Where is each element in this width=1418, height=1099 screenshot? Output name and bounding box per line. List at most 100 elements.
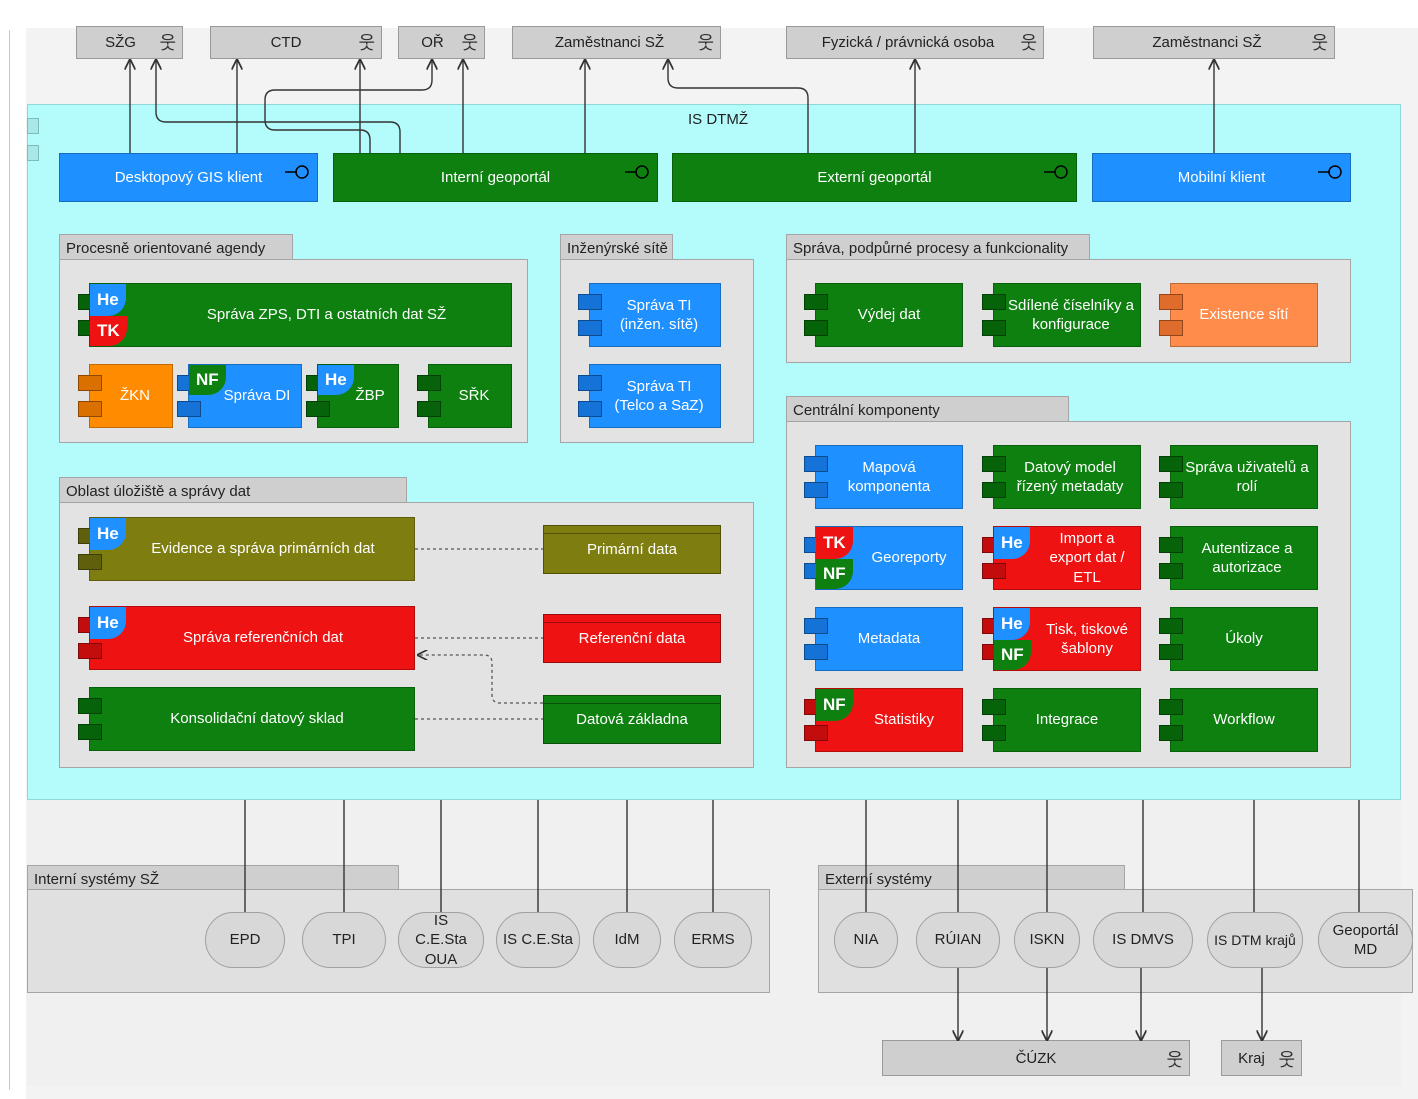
actor-label: ČÚZK xyxy=(1015,1049,1057,1067)
actor-ctd: CTD 웃 xyxy=(210,26,382,59)
system-label: IS DMVS xyxy=(1112,931,1174,949)
component-port xyxy=(804,294,828,310)
component-port xyxy=(982,320,1006,336)
badge-he: He xyxy=(90,284,126,316)
client-desktop-gis[interactable]: Desktopový GIS klient xyxy=(59,153,318,202)
actor-zamestnanci-2: Zaměstnanci SŽ 웃 xyxy=(1093,26,1335,59)
component-sprava-uzivatelu[interactable]: Správa uživatelů a rolí xyxy=(1159,445,1318,509)
component-port xyxy=(1159,320,1183,336)
badge-nf: NF xyxy=(816,559,853,589)
group-tab-site: Inženýrské sítě xyxy=(560,234,673,260)
system-label: NIA xyxy=(853,931,879,949)
component-label: Správa uživatelů a rolí xyxy=(1185,458,1309,496)
component-port xyxy=(78,643,102,659)
component-label: Import a export dat / ETL xyxy=(1049,529,1125,586)
external-system-geoportal-md[interactable]: Geoportál MD xyxy=(1318,912,1413,968)
client-interni-geoportal[interactable]: Interní geoportál xyxy=(333,153,658,202)
actor-label: Fyzická / právnická osoba xyxy=(821,34,995,51)
component-label: SŘK xyxy=(458,387,490,405)
component-mapova[interactable]: Mapová komponenta xyxy=(804,445,963,509)
client-mobilni[interactable]: Mobilní klient xyxy=(1092,153,1351,202)
component-sprava-zps[interactable]: He TK Správa ZPS, DTI a ostatních dat SŽ xyxy=(78,283,512,347)
component-label: ŽKN xyxy=(120,387,150,405)
component-port xyxy=(1159,294,1183,310)
component-import-export[interactable]: He Import a export dat / ETL xyxy=(982,526,1141,590)
component-workflow[interactable]: Workflow xyxy=(1159,688,1318,752)
component-tisk[interactable]: He NF Tisk, tiskové šablony xyxy=(982,607,1141,671)
component-sprava-ti-telco[interactable]: Správa TI (Telco a SaZ) xyxy=(578,364,721,428)
component-port xyxy=(982,725,1006,741)
component-existence-siti[interactable]: Existence sítí xyxy=(1159,283,1318,347)
component-label: Správa DI xyxy=(223,387,291,405)
component-label: Správa ZPS, DTI a ostatních dat SŽ xyxy=(206,306,447,324)
left-margin xyxy=(0,0,26,1099)
component-label: Workflow xyxy=(1213,711,1275,729)
external-system-iskn[interactable]: ISKN xyxy=(1014,912,1080,968)
external-system-ruian[interactable]: RÚIAN xyxy=(916,912,1000,968)
component-sdilene-ciselniky[interactable]: Sdílené číselníky a konfigurace xyxy=(982,283,1141,347)
component-label: Výdej dat xyxy=(857,306,921,324)
component-statistiky[interactable]: NF Statistiky xyxy=(804,688,963,752)
external-system-dtm-kraju[interactable]: IS DTM krajů xyxy=(1207,912,1303,968)
actor-kraj: Kraj 웃 xyxy=(1221,1040,1302,1076)
actor-label: OŘ xyxy=(421,34,444,51)
internal-system-erms[interactable]: ERMS xyxy=(674,912,752,968)
component-konsolidacni-sklad[interactable]: Konsolidační datový sklad xyxy=(78,687,415,751)
client-externi-geoportal[interactable]: Externí geoportál xyxy=(672,153,1077,202)
badge-tk: TK xyxy=(90,316,127,346)
component-srk[interactable]: SŘK xyxy=(417,364,512,428)
badge-nf: NF xyxy=(816,689,853,721)
component-georeporty[interactable]: TK NF Georeporty xyxy=(804,526,963,590)
component-label: Správa TI (Telco a SaZ) xyxy=(614,377,704,415)
internal-system-tpi[interactable]: TPI xyxy=(302,912,386,968)
data-object-datova-zakladna[interactable]: Datová základna xyxy=(543,695,721,744)
component-label: Georeporty xyxy=(871,549,947,567)
component-evidence-primarnich-dat[interactable]: He Evidence a správa primárních dat xyxy=(78,517,415,581)
component-integrace[interactable]: Integrace xyxy=(982,688,1141,752)
component-port xyxy=(804,618,828,634)
actor-label: CTD xyxy=(270,34,302,51)
client-label: Externí geoportál xyxy=(817,168,932,186)
actor-zamestnanci: Zaměstnanci SŽ 웃 xyxy=(512,26,721,59)
actor-icon: 웃 xyxy=(1166,1050,1183,1070)
component-port xyxy=(804,482,828,498)
actor-icon: 웃 xyxy=(461,33,478,53)
internal-system-epd[interactable]: EPD xyxy=(205,912,285,968)
component-sprava-ti-inzen[interactable]: Správa TI (inžen. sítě) xyxy=(578,283,721,347)
component-zbp[interactable]: He ŽBP xyxy=(306,364,399,428)
component-label: Sdílené číselníky a konfigurace xyxy=(1008,296,1134,334)
actor-icon: 웃 xyxy=(1311,33,1328,53)
component-port xyxy=(1159,618,1183,634)
component-vydej-dat[interactable]: Výdej dat xyxy=(804,283,963,347)
component-datovy-model[interactable]: Datový model řízený metadaty xyxy=(982,445,1141,509)
component-sprava-referencnich-dat[interactable]: He Správa referenčních dat xyxy=(78,606,415,670)
internal-system-ceta[interactable]: IS C.E.Sta xyxy=(496,912,580,968)
component-port xyxy=(982,482,1006,498)
internal-system-ceta-oua[interactable]: IS C.E.Sta OUA xyxy=(398,912,484,968)
component-port xyxy=(804,644,828,660)
interface-icon xyxy=(1044,165,1068,179)
external-system-is-dmvs[interactable]: IS DMVS xyxy=(1093,912,1193,968)
component-label: Konsolidační datový sklad xyxy=(170,710,344,728)
component-label: Správa referenčních dat xyxy=(182,629,344,647)
group-tab-interni-systemy: Interní systémy SŽ xyxy=(27,865,399,890)
component-zkn[interactable]: ŽKN xyxy=(78,364,173,428)
system-label: ISKN xyxy=(1029,931,1065,949)
group-tab-centralni: Centrální komponenty xyxy=(786,396,1069,422)
data-object-referencni[interactable]: Referenční data xyxy=(543,614,721,663)
component-metadata[interactable]: Metadata xyxy=(804,607,963,671)
badge-nf: NF xyxy=(994,640,1031,670)
component-label: Autentizace a autorizace xyxy=(1201,539,1293,577)
external-system-nia[interactable]: NIA xyxy=(834,912,898,968)
component-label: Evidence a správa primárních dat xyxy=(151,540,375,558)
data-object-primarni[interactable]: Primární data xyxy=(543,525,721,574)
component-port xyxy=(804,456,828,472)
component-sprava-di[interactable]: NF Správa DI xyxy=(177,364,302,428)
internal-system-idm[interactable]: IdM xyxy=(593,912,661,968)
component-ukoly[interactable]: Úkoly xyxy=(1159,607,1318,671)
component-port xyxy=(78,724,102,740)
component-port xyxy=(1159,644,1183,660)
component-autentizace[interactable]: Autentizace a autorizace xyxy=(1159,526,1318,590)
component-port xyxy=(78,401,102,417)
group-tab-externi-systemy: Externí systémy xyxy=(818,865,1125,890)
